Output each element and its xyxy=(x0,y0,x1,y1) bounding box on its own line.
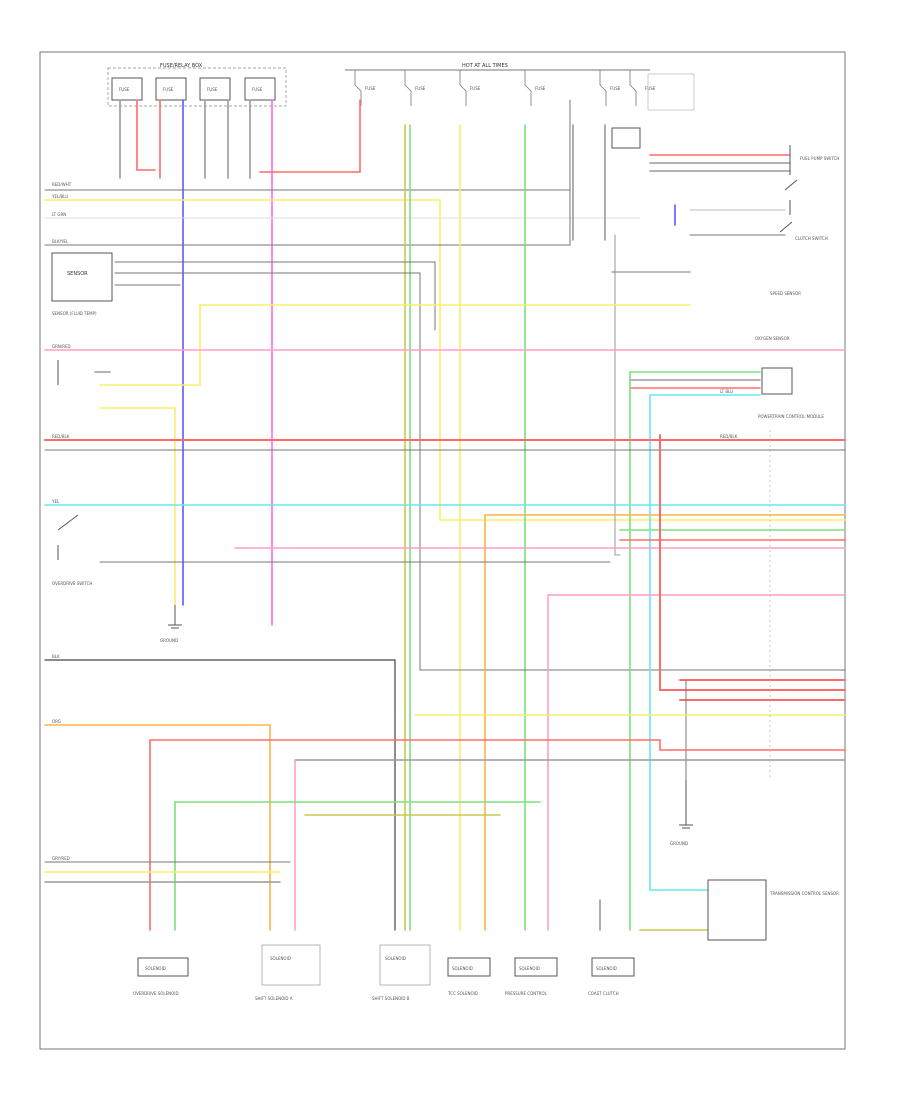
right-sensor-3-label: SPEED SENSOR xyxy=(770,291,801,296)
wire-tag-10: ORG xyxy=(52,719,61,724)
sensor-box xyxy=(51,252,113,302)
right-ground-label: GROUND xyxy=(670,841,688,846)
fuse-2 xyxy=(155,77,187,101)
right-switch-2-label: CLUTCH SWITCH xyxy=(795,236,828,241)
ecm-header: POWERTRAIN CONTROL MODULE xyxy=(758,414,824,419)
bottom-connectors: SOLENOID OVERDRIVE SOLENOID SOLENOID SHI… xyxy=(133,944,635,1001)
left-fuse-group: FUSE/RELAY BOX FUSE FUSE FUSE FUSE xyxy=(107,63,287,107)
wire-tag-2: YEL/BLU xyxy=(51,194,68,199)
center-relay-box xyxy=(611,127,641,149)
wire-dark-660 xyxy=(44,659,396,931)
wire-red-bridge xyxy=(259,99,361,173)
center-relay-caption-box xyxy=(647,73,695,111)
wire-tag-1: RED/WHT xyxy=(52,182,72,187)
fuse-3 xyxy=(199,77,231,101)
bottom-connector-3: SOLENOID SHIFT SOLENOID B xyxy=(372,944,431,1001)
center-fuse-3-label: FUSE xyxy=(470,86,481,91)
wire-tag-9: BLK xyxy=(52,654,60,659)
center-fuse-6-label: FUSE xyxy=(645,86,656,91)
bottom-connector-1-label: SOLENOID xyxy=(145,966,166,971)
wire-red-harness-1 xyxy=(659,434,846,691)
wire-tag-4: BLK/YEL xyxy=(52,239,69,244)
right-ground: GROUND xyxy=(670,780,693,846)
wire-fuse1-b xyxy=(136,99,156,171)
wire-orange-725 xyxy=(44,724,271,931)
bottom-connector-5-caption: PRESSURE CONTROL xyxy=(505,991,548,996)
bottom-connector-3-caption: SHIFT SOLENOID B xyxy=(372,996,410,1001)
center-fuse-1-label: FUSE xyxy=(365,86,376,91)
fuse-2-label: FUSE xyxy=(163,87,174,92)
bottom-connector-5: SOLENOID PRESSURE CONTROL xyxy=(505,957,558,996)
mid-ground-label: GROUND xyxy=(160,638,178,643)
center-fuse-4-label: FUSE xyxy=(535,86,546,91)
wire-tag-7: YEL xyxy=(51,499,60,504)
wire-yellow-bus-200 xyxy=(44,199,846,521)
bottom-connector-1-caption: OVERDRIVE SOLENOID xyxy=(133,991,179,996)
sensor-caption: SENSOR (FLUID TEMP) xyxy=(52,311,97,316)
bottom-connector-4-caption: TCC SOLENOID xyxy=(447,991,478,996)
fuse-1-label: FUSE xyxy=(119,87,130,92)
wire-right-drop xyxy=(614,234,621,556)
bottom-connector-2: SOLENOID SHIFT SOLENOID A xyxy=(255,944,321,1001)
bottom-connector-2-caption: SHIFT SOLENOID A xyxy=(255,996,293,1001)
bottom-connector-4: SOLENOID TCC SOLENOID xyxy=(447,957,491,996)
sensor-box-label: SENSOR xyxy=(67,271,88,277)
wire-tag-11: GRY/RED xyxy=(52,856,70,861)
center-fuse-group: HOT AT ALL TIMES FUSE FUSE FUSE FUSE FUS… xyxy=(345,63,695,149)
left-switch-caption: OVERDRIVE SWITCH xyxy=(52,581,92,586)
mid-ground: GROUND xyxy=(160,605,182,643)
wire-tag-8: LT BLU xyxy=(720,389,733,394)
wire-sensor-2 xyxy=(114,272,846,671)
right-connector xyxy=(761,367,793,395)
wire-cyan-drop xyxy=(649,394,711,891)
bottom-connector-6-caption: COAST CLUTCH xyxy=(588,991,619,996)
bottom-connector-1: SOLENOID OVERDRIVE SOLENOID xyxy=(133,957,189,996)
bottom-connector-4-label: SOLENOID xyxy=(452,966,473,971)
left-fuse-group-title: FUSE/RELAY BOX xyxy=(160,63,203,69)
center-fuse-group-title: HOT AT ALL TIMES xyxy=(462,63,508,69)
right-switch-symbols xyxy=(779,145,798,233)
fuse-4 xyxy=(244,77,276,101)
bottom-connector-6-label: SOLENOID xyxy=(596,966,617,971)
wire-yellow-408 xyxy=(99,407,176,606)
left-switch-symbols xyxy=(57,360,79,560)
right-switch-top-label: FUEL PUMP SWITCH xyxy=(800,156,839,161)
fuse-1 xyxy=(111,77,143,101)
center-fuse-5-label: FUSE xyxy=(610,86,621,91)
wire-tags: RED/WHT YEL/BLU LT GRN BLK/YEL GRN/RED R… xyxy=(51,182,738,861)
wire-tag-6: RED/BLK xyxy=(52,434,70,439)
right-sensor-4-label: OXYGEN SENSOR xyxy=(755,336,790,341)
wire-layer xyxy=(44,99,846,931)
right-components: FUEL PUMP SWITCH CLUTCH SWITCH SPEED SEN… xyxy=(707,145,839,941)
sensor-fluid-temp: SENSOR SENSOR (FLUID TEMP) xyxy=(51,252,113,316)
bottom-connector-2-label: SOLENOID xyxy=(270,956,291,961)
bottom-connector-6: SOLENOID COAST CLUTCH xyxy=(588,957,635,996)
fuse-3-label: FUSE xyxy=(207,87,218,92)
wire-gray-bus-190 xyxy=(44,99,571,191)
center-fuse-2-label: FUSE xyxy=(415,86,426,91)
center-fuse-symbols xyxy=(354,70,637,106)
fuse-4-label: FUSE xyxy=(252,87,263,92)
bottom-connector-5-label: SOLENOID xyxy=(519,966,540,971)
wire-tag-6b: RED/BLK xyxy=(720,434,738,439)
wire-red-740 xyxy=(149,739,846,751)
bottom-connector-3-label: SOLENOID xyxy=(385,956,406,961)
wire-tag-3: LT GRN xyxy=(52,212,66,217)
wire-tag-5: GRN/RED xyxy=(52,344,71,349)
right-side-module-box xyxy=(707,879,767,941)
right-side-module-label: TRANSMISSION CONTROL SENSOR xyxy=(769,891,839,896)
diagram-frame xyxy=(39,51,846,1050)
wire-sensor-1 xyxy=(114,261,436,331)
left-fuse-enclosure xyxy=(107,67,287,107)
